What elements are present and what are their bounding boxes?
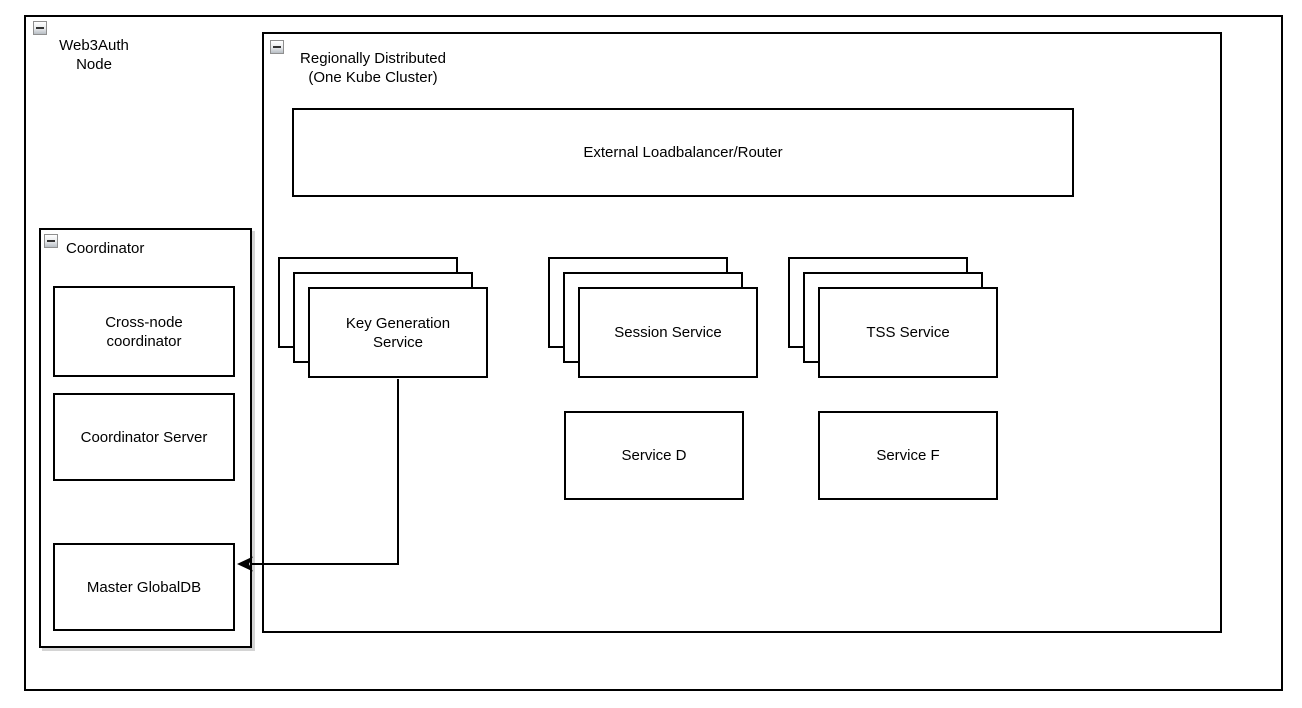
collapse-icon-coordinator[interactable] [44, 234, 58, 248]
loadbalancer-box[interactable]: External Loadbalancer/Router [292, 108, 1074, 197]
session-service-label: Session Service [614, 324, 722, 341]
keygen-service-box[interactable]: Key Generation Service [308, 287, 488, 378]
keygen-service-label: Key Generation Service [345, 314, 451, 351]
minus-glyph [273, 46, 281, 48]
collapse-icon-web3auth[interactable] [33, 21, 47, 35]
cross-node-coordinator-label: Cross-node coordinator [105, 313, 183, 350]
loadbalancer-label: External Loadbalancer/Router [583, 144, 783, 161]
web3auth-node-title: Web3Auth Node [59, 37, 129, 73]
service-d-box[interactable]: Service D [564, 411, 744, 500]
region-title: Regionally Distributed (One Kube Cluster… [300, 50, 446, 86]
minus-glyph [47, 240, 55, 242]
service-f-box[interactable]: Service F [818, 411, 998, 500]
coordinator-title: Coordinator [66, 240, 145, 257]
master-globaldb-box[interactable]: Master GlobalDB [53, 543, 235, 631]
minus-glyph [36, 27, 44, 29]
coordinator-server-box[interactable]: Coordinator Server [53, 393, 235, 481]
tss-service-box[interactable]: TSS Service [818, 287, 998, 378]
collapse-icon-region[interactable] [270, 40, 284, 54]
master-globaldb-label: Master GlobalDB [86, 578, 202, 596]
tss-service-label: TSS Service [866, 324, 950, 341]
service-d-label: Service D [621, 447, 687, 464]
cross-node-coordinator-box[interactable]: Cross-node coordinator [53, 286, 235, 377]
coordinator-server-label: Coordinator Server [80, 428, 208, 446]
session-service-box[interactable]: Session Service [578, 287, 758, 378]
service-f-label: Service F [876, 447, 940, 464]
